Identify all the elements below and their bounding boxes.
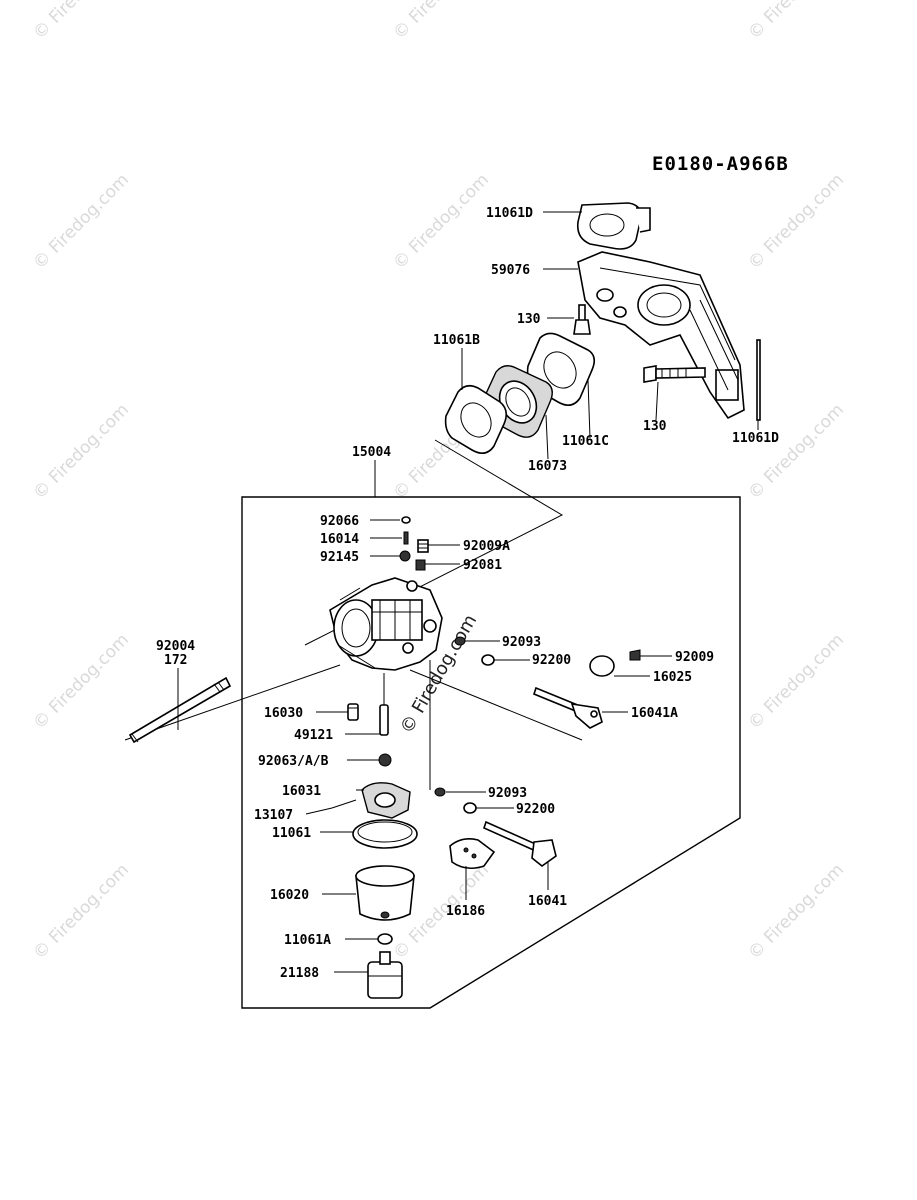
label-16030: 16030 bbox=[264, 706, 303, 721]
watermark: © Firedog.com bbox=[389, 170, 493, 274]
label-16186: 16186 bbox=[446, 904, 485, 919]
jet-16014 bbox=[403, 531, 409, 545]
washer-92200-lower bbox=[463, 802, 477, 814]
label-92093-lower: 92093 bbox=[488, 786, 527, 801]
label-59076: 59076 bbox=[491, 263, 530, 278]
label-92004: 92004 bbox=[156, 639, 195, 654]
label-11061b: 11061B bbox=[433, 333, 480, 348]
label-11061a: 11061A bbox=[284, 933, 331, 948]
label-92081: 92081 bbox=[463, 558, 502, 573]
watermark: © Firedog.com bbox=[744, 630, 848, 734]
watermark: © Firedog.com bbox=[389, 0, 493, 44]
bolt-130-top bbox=[573, 304, 591, 335]
leader-lines bbox=[177, 211, 759, 973]
shaft-16041 bbox=[483, 820, 557, 868]
gasket-11061 bbox=[352, 819, 418, 849]
plug-92063 bbox=[378, 753, 392, 767]
label-16031: 16031 bbox=[282, 784, 321, 799]
label-130-right: 130 bbox=[643, 419, 667, 434]
watermark: © Firedog.com bbox=[29, 860, 133, 964]
watermark: © Firedog.com bbox=[29, 0, 133, 44]
label-16020: 16020 bbox=[270, 888, 309, 903]
plate-16186 bbox=[449, 838, 496, 870]
o-ring-92066 bbox=[401, 516, 411, 524]
label-130-top: 130 bbox=[517, 312, 541, 327]
gasket-11061b bbox=[444, 384, 508, 454]
gasket-11061d-right bbox=[756, 339, 761, 421]
label-13107: 13107 bbox=[254, 808, 293, 823]
label-21188: 21188 bbox=[280, 966, 319, 981]
label-92200-upper: 92200 bbox=[532, 653, 571, 668]
screw-92009a bbox=[417, 539, 429, 553]
plug-92081 bbox=[415, 559, 426, 571]
nozzle-49121 bbox=[379, 673, 389, 736]
stud-92004 bbox=[128, 676, 232, 744]
gasket-11061d-top bbox=[576, 202, 651, 250]
solenoid-21188 bbox=[367, 951, 403, 999]
jet-16030 bbox=[347, 703, 359, 721]
label-92009a: 92009A bbox=[463, 539, 510, 554]
watermark: © Firedog.com bbox=[29, 400, 133, 504]
label-92093-upper: 92093 bbox=[502, 635, 541, 650]
label-11061d-top: 11061D bbox=[486, 206, 533, 221]
screw-92009 bbox=[629, 649, 641, 661]
label-92063: 92063/A/B bbox=[258, 754, 329, 769]
label-92066: 92066 bbox=[320, 514, 359, 529]
ring-92093-upper bbox=[454, 636, 466, 646]
label-49121: 49121 bbox=[294, 728, 333, 743]
plate-16025 bbox=[589, 655, 615, 677]
bolt-130-right bbox=[643, 365, 706, 383]
carburetor-body bbox=[329, 577, 443, 671]
watermark: © Firedog.com bbox=[29, 630, 133, 734]
label-92200-lower: 92200 bbox=[516, 802, 555, 817]
label-92009: 92009 bbox=[675, 650, 714, 665]
assembly-frame-15004 bbox=[241, 496, 741, 1009]
label-16014: 16014 bbox=[320, 532, 359, 547]
label-11061: 11061 bbox=[272, 826, 311, 841]
label-16041a: 16041A bbox=[631, 706, 678, 721]
diagram-code: E0180-A966B bbox=[652, 153, 789, 175]
label-11061c: 11061C bbox=[562, 434, 609, 449]
watermark: © Firedog.com bbox=[744, 0, 848, 44]
label-172: 172 bbox=[164, 653, 187, 668]
watermark: © Firedog.com bbox=[744, 170, 848, 274]
float-bowl-16020 bbox=[355, 865, 415, 921]
label-16025: 16025 bbox=[653, 670, 692, 685]
label-16041: 16041 bbox=[528, 894, 567, 909]
label-15004: 15004 bbox=[352, 445, 391, 460]
pin-13107 bbox=[331, 799, 357, 809]
label-92145: 92145 bbox=[320, 550, 359, 565]
shaft-16041a bbox=[533, 686, 603, 729]
label-11061d-right: 11061D bbox=[732, 431, 779, 446]
label-16073: 16073 bbox=[528, 459, 567, 474]
washer-11061a bbox=[377, 933, 393, 945]
float-16031 bbox=[361, 782, 411, 819]
spring-92145 bbox=[399, 550, 411, 562]
watermark: © Firedog.com bbox=[29, 170, 133, 274]
washer-92200-upper bbox=[481, 654, 495, 666]
watermark-layer: © Firedog.com © Firedog.com © Firedog.co… bbox=[29, 0, 848, 964]
manifold-59076 bbox=[577, 251, 745, 420]
ring-92093-lower bbox=[434, 787, 446, 797]
part-labels: 11061D 59076 130 11061B 11061C 16073 130… bbox=[156, 206, 779, 981]
watermark: © Firedog.com bbox=[744, 860, 848, 964]
